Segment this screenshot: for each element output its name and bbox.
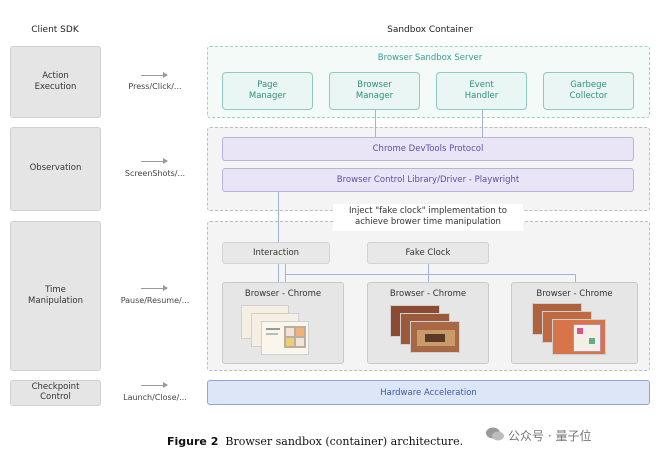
screenshot-game-front	[410, 321, 460, 353]
wechat-icon	[485, 426, 505, 442]
connector-fakeclock-down	[428, 264, 429, 282]
op-checkpoint: Launch/Close/...	[123, 393, 187, 402]
connector-interaction-down-2	[278, 264, 279, 282]
sdk-observation: Observation	[10, 127, 101, 211]
sdk-time-manipulation: Time Manipulation	[10, 221, 101, 371]
browser-chrome-1: Browser - Chrome	[222, 282, 344, 364]
figure-caption: Figure 2 Browser sandbox (container) arc…	[167, 435, 487, 448]
fake-clock-note: Inject "fake clock" implementation to ac…	[333, 204, 523, 231]
driver-bar: Browser Control Library/Driver - Playwri…	[222, 168, 634, 192]
arrow-time	[141, 285, 168, 291]
event-handler: Event Handler	[436, 72, 527, 110]
sandbox-container-header: Sandbox Container	[387, 25, 473, 35]
arrow-checkpoint	[141, 382, 168, 388]
fake-clock-box: Fake Clock	[367, 242, 489, 264]
screenshot-2048-front	[261, 321, 309, 355]
op-observation: ScreenShots/...	[124, 169, 186, 178]
figure-label: Figure 2	[167, 435, 219, 448]
page-manager: Page Manager	[222, 72, 313, 110]
connector-browser-manager	[375, 110, 376, 137]
interaction-box: Interaction	[222, 242, 330, 264]
watermark-text: 公众号 · 量子位	[508, 429, 592, 443]
op-action: Press/Click/...	[128, 82, 182, 91]
connector-driver-interaction	[278, 192, 279, 242]
connector-event-handler	[482, 110, 483, 137]
connector-browser-3	[575, 274, 576, 282]
browser-title-2: Browser - Chrome	[389, 289, 467, 299]
connector-interaction-down	[285, 264, 286, 282]
sdk-checkpoint-control: Checkpoint Control	[10, 380, 101, 406]
caption-text: Browser sandbox (container) architecture…	[225, 435, 464, 448]
server-title: Browser Sandbox Server	[377, 53, 483, 63]
browser-chrome-2: Browser - Chrome	[367, 282, 489, 364]
client-sdk-header: Client SDK	[31, 25, 79, 35]
browser-manager: Browser Manager	[329, 72, 420, 110]
browser-title-3: Browser - Chrome	[536, 289, 613, 299]
game-grid	[284, 326, 306, 348]
arrow-observation	[141, 158, 168, 164]
browser-chrome-3: Browser - Chrome	[511, 282, 638, 364]
arrow-action	[141, 72, 168, 78]
sdk-action-execution: Action Execution	[10, 46, 101, 118]
browser-title-1: Browser - Chrome	[244, 289, 322, 299]
hardware-acceleration-bar: Hardware Acceleration	[207, 380, 650, 405]
screenshot-puzzle-front	[552, 319, 606, 355]
cdp-bar: Chrome DevTools Protocol	[222, 137, 634, 161]
garbage-collector: Garbege Collector	[543, 72, 634, 110]
op-time: Pause/Resume/...	[120, 296, 190, 305]
browser-bus-line	[285, 274, 575, 275]
